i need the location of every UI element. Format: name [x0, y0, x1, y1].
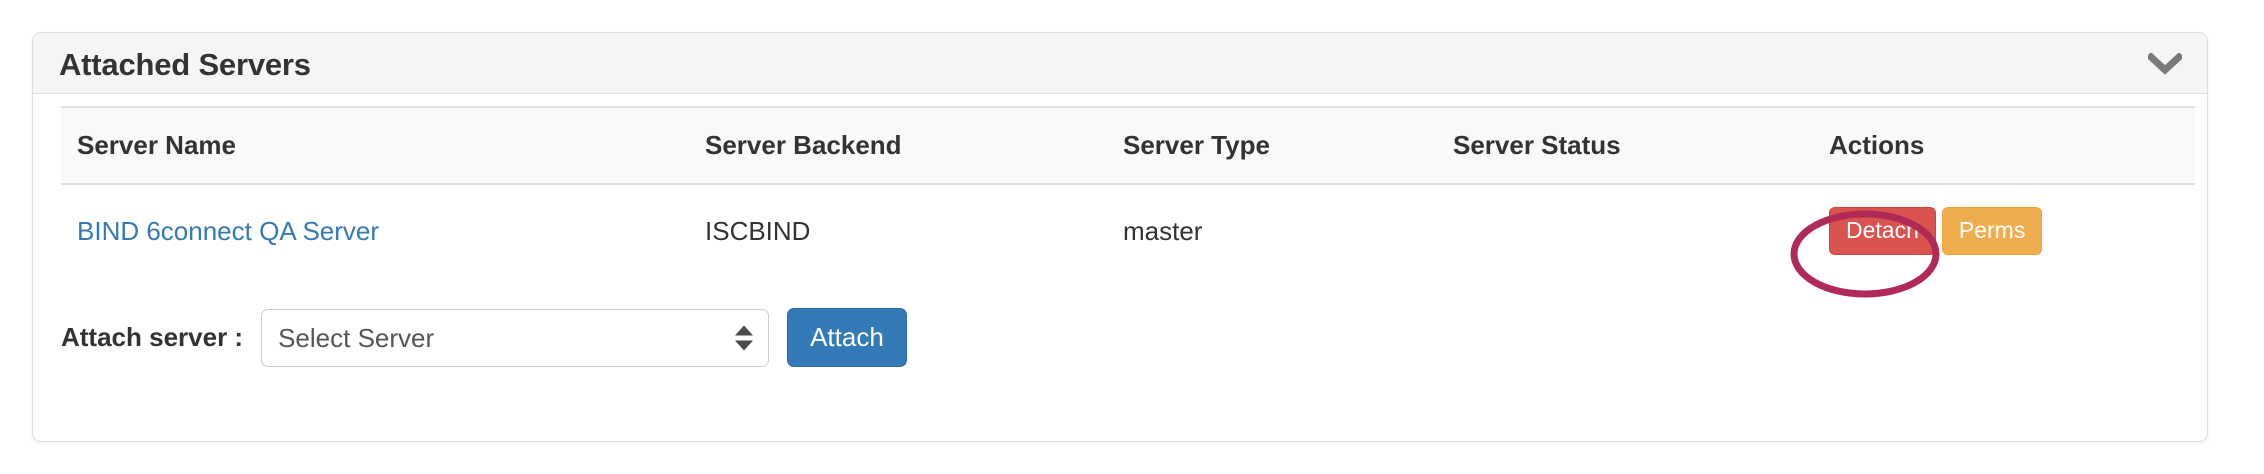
chevron-down-icon — [2148, 53, 2182, 75]
cell-actions: Detach Perms — [1829, 184, 2195, 278]
column-header-server-status: Server Status — [1453, 106, 1829, 185]
server-select-wrapper: Select Server — [261, 308, 770, 367]
attach-button[interactable]: Attach — [787, 308, 907, 367]
attached-servers-table: Server Name Server Backend Server Type S… — [61, 106, 2195, 278]
column-header-server-name: Server Name — [61, 106, 705, 185]
server-name-link[interactable]: BIND 6connect QA Server — [77, 215, 380, 246]
action-button-group: Detach Perms — [1829, 207, 2043, 255]
server-select[interactable]: Select Server — [261, 308, 770, 367]
attached-servers-panel: Attached Servers Server Name Server Back… — [32, 32, 2208, 442]
table-body: BIND 6connect QA Server ISCBIND master D… — [61, 184, 2195, 278]
table-row: BIND 6connect QA Server ISCBIND master D… — [61, 184, 2195, 278]
column-header-actions: Actions — [1829, 106, 2195, 185]
panel-heading: Attached Servers — [33, 33, 2207, 94]
attach-server-label: Attach server : — [61, 322, 244, 352]
attach-server-row: Attach server : Select Server Attach — [61, 308, 907, 367]
column-header-server-backend: Server Backend — [705, 106, 1123, 185]
cell-server-name: BIND 6connect QA Server — [61, 184, 705, 278]
table-header-row: Server Name Server Backend Server Type S… — [61, 106, 2195, 185]
detach-button[interactable]: Detach — [1829, 207, 1936, 255]
cell-server-backend: ISCBIND — [705, 215, 811, 246]
panel-collapse-toggle[interactable] — [2145, 49, 2185, 79]
perms-button[interactable]: Perms — [1941, 207, 2043, 255]
panel-body: Server Name Server Backend Server Type S… — [33, 94, 2207, 441]
column-header-server-type: Server Type — [1123, 106, 1453, 185]
table-header: Server Name Server Backend Server Type S… — [61, 106, 2195, 185]
cell-server-status — [1453, 184, 1829, 278]
page-title: Attached Servers — [59, 47, 311, 82]
cell-server-type: master — [1123, 215, 1203, 246]
